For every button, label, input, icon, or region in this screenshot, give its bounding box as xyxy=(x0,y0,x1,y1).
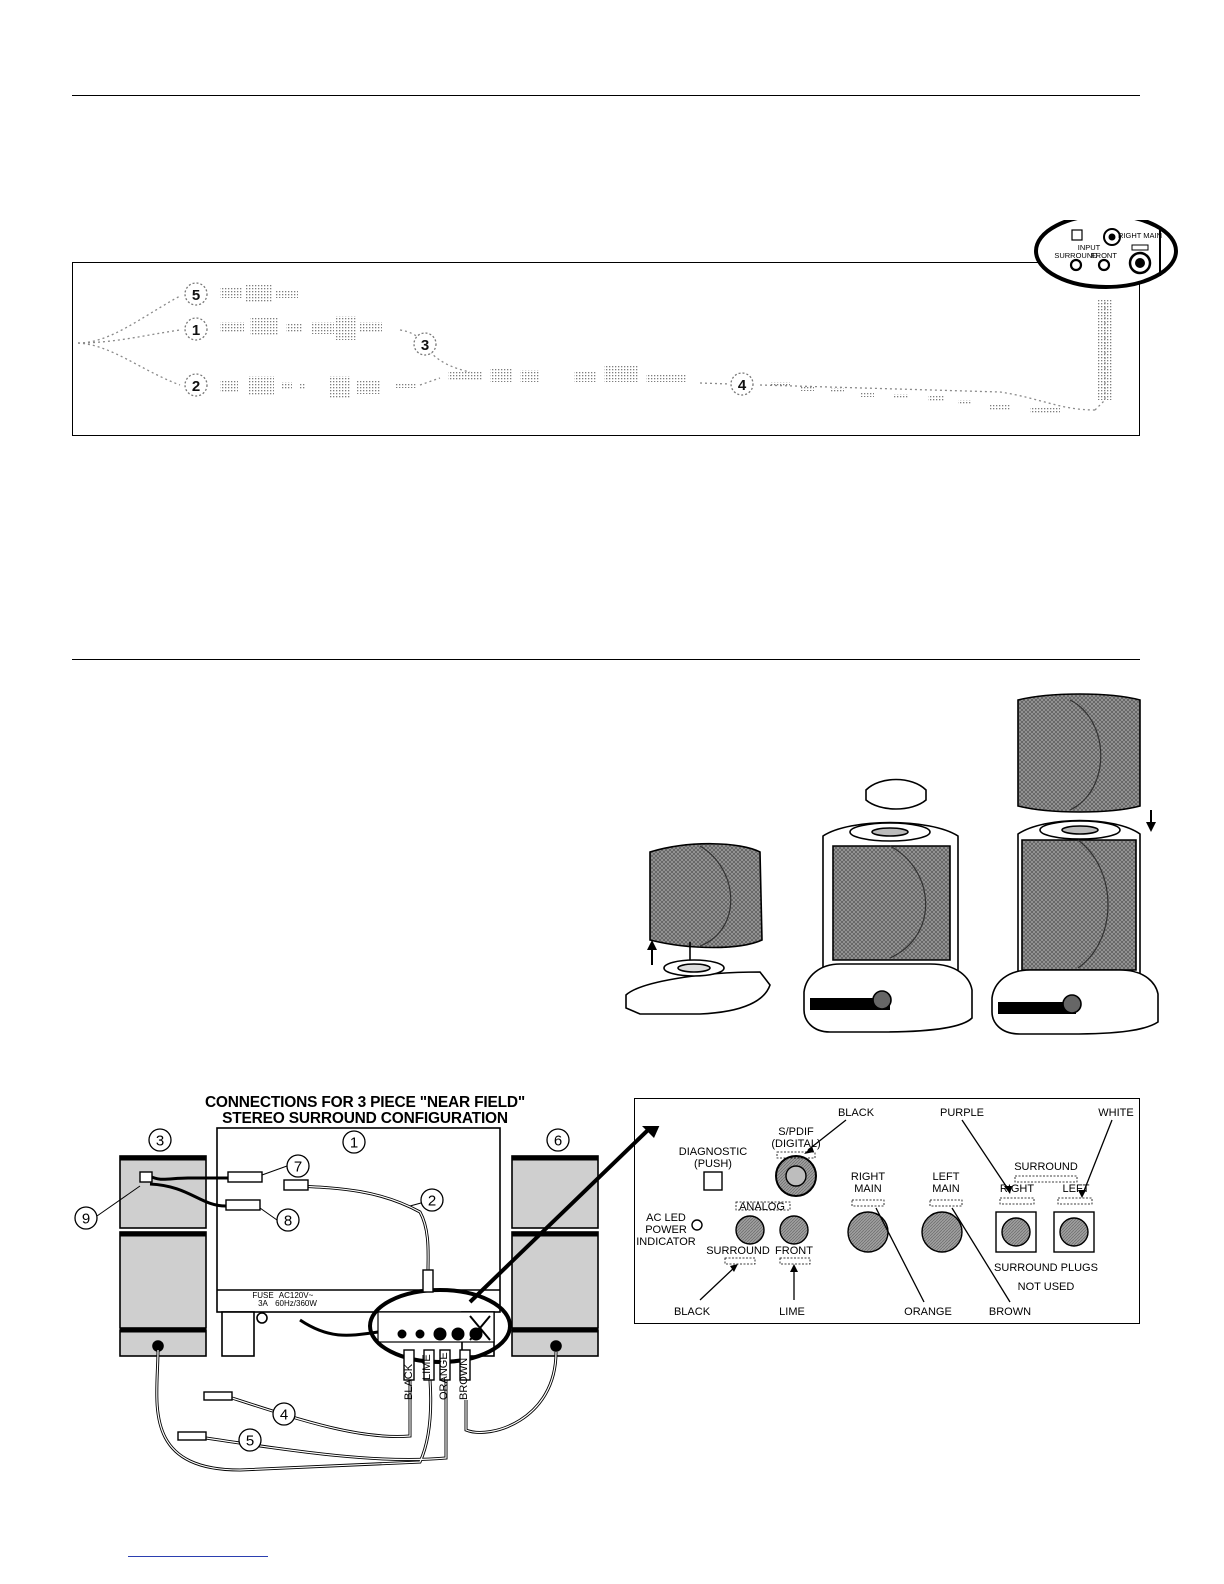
power-label: POWER xyxy=(645,1224,687,1236)
surround-jack-label: SURROUND xyxy=(706,1245,770,1257)
wiring-callout-4: 4 xyxy=(280,1407,288,1424)
orange-label: ORANGE xyxy=(904,1306,952,1318)
flow-callout-3: 3 xyxy=(421,337,429,354)
surround-right-label: RIGHT xyxy=(1000,1183,1035,1195)
inset-surround-label: SURROUND xyxy=(1054,251,1098,260)
rear-panel-detail: DIAGNOSTIC (PUSH) S/PDIF (DIGITAL) AC LE… xyxy=(636,1107,1133,1318)
diagnostic-label: DIAGNOSTIC xyxy=(679,1146,748,1158)
flow-callout-1: 1 xyxy=(192,322,200,339)
right-satellite-speaker xyxy=(511,1155,599,1357)
lime-label: LIME xyxy=(779,1306,805,1318)
not-used-label: NOT USED xyxy=(1018,1281,1075,1293)
wiring-callout-6: 6 xyxy=(554,1133,562,1150)
black-bottom-label: BLACK xyxy=(674,1306,711,1318)
wiring-callout-3: 3 xyxy=(156,1133,164,1150)
cable-label-lime: LIME xyxy=(421,1354,433,1380)
right-main-label-1: RIGHT xyxy=(851,1171,886,1183)
top-rule xyxy=(72,95,1140,96)
inset-input-label: INPUT xyxy=(1078,243,1101,252)
ac-rating-label: 60Hz/360W xyxy=(275,1299,317,1308)
footer-link-underline[interactable] xyxy=(128,1556,268,1557)
assembly-step-stacked-speakers xyxy=(991,693,1159,1035)
flow-diagram-box xyxy=(72,262,1140,436)
wiring-callout-2: 2 xyxy=(428,1193,436,1210)
inset-front-label: FRONT xyxy=(1091,251,1117,260)
fuse-rating-label: 3A xyxy=(258,1299,268,1308)
flow-diagram: 5 1 3 2 4 INPUT SURROUND FRONT RIGHT MAI… xyxy=(77,220,1178,414)
left-main-label-1: LEFT xyxy=(933,1171,960,1183)
digital-label: (DIGITAL) xyxy=(771,1138,820,1150)
spdif-label: S/PDIF xyxy=(778,1126,814,1138)
ac-led-label: AC LED xyxy=(646,1212,686,1224)
indicator-label: INDICATOR xyxy=(636,1236,696,1248)
surround-group-label: SURROUND xyxy=(1014,1161,1078,1173)
black-top-label: BLACK xyxy=(838,1107,875,1119)
assembly-step-speaker-with-cap xyxy=(803,778,973,1033)
left-main-label-2: MAIN xyxy=(932,1183,960,1195)
wiring-callout-5: 5 xyxy=(246,1433,254,1450)
wiring-callout-9: 9 xyxy=(82,1211,90,1228)
wiring-title-line2: STEREO SURROUND CONFIGURATION xyxy=(222,1110,508,1127)
brown-label: BROWN xyxy=(989,1306,1031,1318)
ac-label: AC120V~ xyxy=(279,1291,314,1300)
wiring-callout-7: 7 xyxy=(294,1159,302,1176)
wiring-title-line1: CONNECTIONS FOR 3 PIECE "NEAR FIELD" xyxy=(204,1094,526,1111)
analog-label: ANALOG xyxy=(739,1201,785,1213)
purple-label: PURPLE xyxy=(940,1107,984,1119)
rear-panel-detail-box xyxy=(634,1098,1140,1324)
inset-right-main-label: RIGHT MAIN xyxy=(1118,231,1162,240)
assembly-step-pod-on-base xyxy=(625,842,771,1015)
wiring-callout-1: 1 xyxy=(350,1135,358,1152)
push-label: (PUSH) xyxy=(694,1158,732,1170)
surround-plugs-label: SURROUND PLUGS xyxy=(994,1262,1098,1274)
right-main-label-2: MAIN xyxy=(854,1183,882,1195)
middle-rule xyxy=(72,659,1140,660)
flow-callout-4: 4 xyxy=(738,377,747,394)
cable-label-black: BLACK xyxy=(403,1363,415,1400)
front-jack-label: FRONT xyxy=(775,1245,813,1257)
input-panel-inset: INPUT SURROUND FRONT RIGHT MAIN xyxy=(1034,220,1178,289)
assembly-illustrations xyxy=(625,693,1159,1035)
fuse-label: FUSE xyxy=(252,1291,273,1300)
flow-callout-2: 2 xyxy=(192,378,200,395)
white-label: WHITE xyxy=(1098,1107,1133,1119)
cable-label-brown: BROWN xyxy=(458,1358,470,1400)
wiring-callout-8: 8 xyxy=(284,1213,292,1230)
flow-callout-5: 5 xyxy=(192,287,200,304)
cable-label-orange: ORANGE xyxy=(438,1352,450,1400)
left-satellite-speaker xyxy=(119,1155,207,1357)
surround-left-label: LEFT xyxy=(1063,1183,1090,1195)
wiring-diagram: 3 1 6 2 7 8 9 4 5 FUSE 3A AC120V~ 60Hz/3… xyxy=(74,1126,660,1472)
